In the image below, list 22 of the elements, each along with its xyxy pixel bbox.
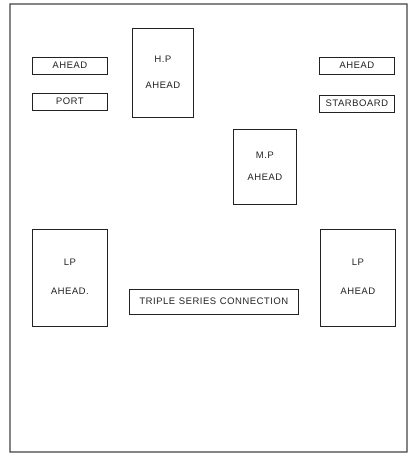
- box-label: TRIPLE SERIES CONNECTION: [139, 296, 289, 308]
- box-label: H.P: [154, 54, 172, 66]
- engine-box: [32, 229, 108, 327]
- box-label: LP: [64, 258, 76, 269]
- label-box: [32, 57, 108, 75]
- box-label: AHEAD.: [50, 287, 90, 298]
- engine-box: [320, 229, 396, 327]
- box-label: PORT: [56, 96, 84, 108]
- box-label: LP: [352, 258, 364, 269]
- label-box: [129, 289, 299, 315]
- box-label: AHEAD: [247, 172, 283, 183]
- box-label: STARBOARD: [326, 98, 388, 110]
- box-label: AHEAD: [340, 287, 376, 298]
- label-box: [32, 93, 108, 111]
- engine-box: [132, 28, 194, 118]
- label-box: [319, 57, 395, 75]
- box-label: AHEAD: [339, 60, 375, 72]
- box-label: M.P: [256, 151, 274, 162]
- engine-box: [233, 129, 297, 205]
- box-label: AHEAD: [145, 80, 181, 92]
- box-label: AHEAD: [52, 60, 88, 72]
- label-box: [319, 95, 395, 113]
